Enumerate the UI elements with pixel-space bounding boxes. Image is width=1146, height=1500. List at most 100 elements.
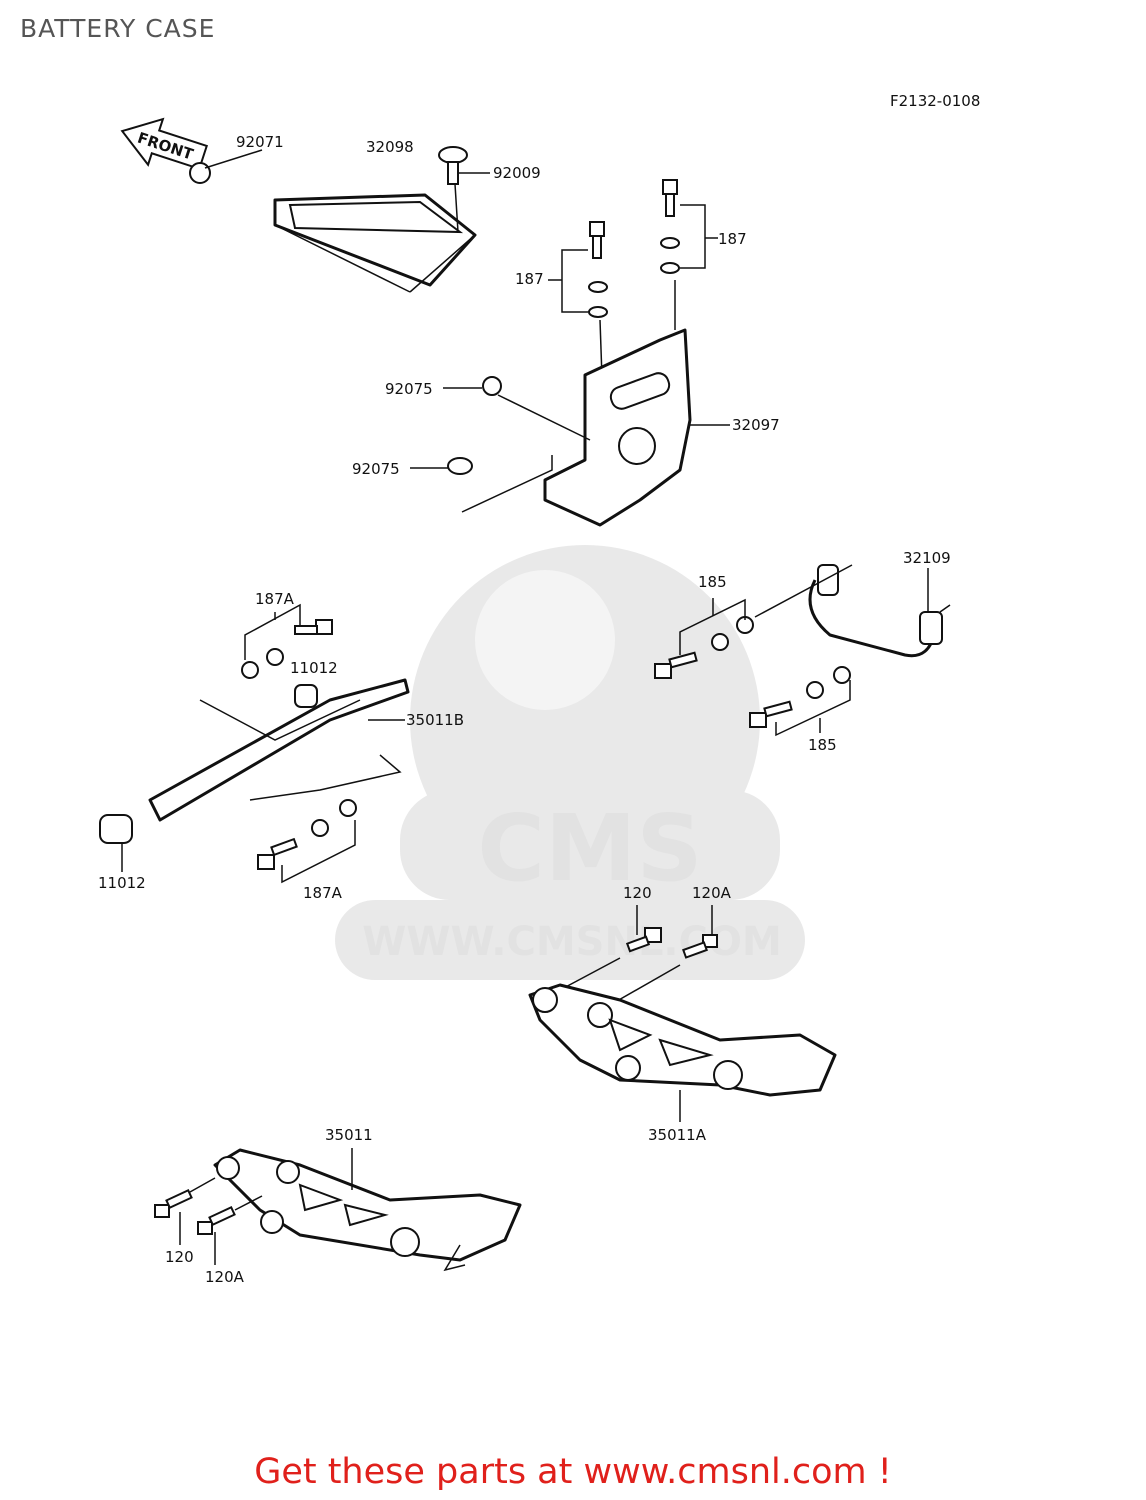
leader-92071 xyxy=(204,149,263,169)
label-187-right: 187 xyxy=(718,230,747,248)
bracket-35011A-shape xyxy=(528,983,837,1097)
watermark: CMS WWW.CMSNL.COM xyxy=(335,545,805,980)
washer-185-bottom-b xyxy=(833,666,851,684)
bracket-32097-hole xyxy=(618,427,656,465)
bolt-185-bottom-head xyxy=(749,712,767,728)
bracket-35011A-bore-b xyxy=(713,1060,743,1090)
bolt-set-187-right xyxy=(660,179,718,330)
bolt-187-left-head xyxy=(589,221,605,237)
leader-120A-left-link xyxy=(234,1195,263,1211)
bolt-187A-top-shank xyxy=(294,625,318,635)
bracket-32097 xyxy=(543,328,730,527)
grommet-92075-a xyxy=(482,376,502,396)
bolt-120-right-shank xyxy=(625,935,651,953)
leader-92009-down xyxy=(454,183,459,233)
leader-187-left xyxy=(561,249,588,313)
washer-187A-top-a xyxy=(266,648,284,666)
leader-187A-bottom xyxy=(281,820,356,884)
bolt-120-left-shank xyxy=(165,1188,193,1210)
bolt-set-187-left xyxy=(548,221,608,379)
bracket-35011-eye-b xyxy=(276,1160,300,1184)
bracket-32109-tube xyxy=(808,579,937,658)
bracket-35011-eye-a xyxy=(216,1156,240,1180)
battery-tray-shape xyxy=(273,193,477,287)
washer-187-right-a xyxy=(660,237,680,249)
bracket-32109-axis-a xyxy=(754,564,853,618)
bolt-120A-right-head xyxy=(702,934,718,948)
bracket-35011-eye-c xyxy=(260,1210,284,1234)
label-120-left: 120 xyxy=(165,1248,194,1266)
bracket-35011-web-a xyxy=(298,1183,344,1212)
bracket-32109-plate-a xyxy=(817,564,839,596)
bolt-187A-bottom-shank xyxy=(270,837,298,857)
bolt-set-185-top xyxy=(654,598,754,679)
label-11012-top: 11012 xyxy=(290,659,338,677)
washer-187A-bottom-b xyxy=(339,799,357,817)
rail-35011B xyxy=(148,678,410,822)
label-92075-a: 92075 xyxy=(385,380,433,398)
bracket-35011 xyxy=(213,1148,522,1272)
leader-120A-right-link xyxy=(609,964,681,1006)
label-185-top: 185 xyxy=(698,573,727,591)
watermark-url-badge xyxy=(335,900,805,980)
bolt-120A-left-shank xyxy=(208,1205,236,1227)
leader-120-left-link xyxy=(189,1177,216,1193)
bolt-set-187A-bottom xyxy=(249,754,402,884)
nut-92071 xyxy=(189,162,211,184)
label-120A-right: 120A xyxy=(692,884,732,902)
battery-tray-edge2 xyxy=(409,234,476,293)
label-35011: 35011 xyxy=(325,1126,373,1144)
leader-120-right-link xyxy=(559,957,621,991)
figure-code: F2132-0108 xyxy=(890,92,980,110)
screw-92009-shank xyxy=(447,161,459,185)
page-title: BATTERY CASE xyxy=(20,14,216,43)
washer-185-bottom-a xyxy=(806,681,824,699)
bracket-35011-shape xyxy=(213,1148,522,1262)
bolt-120A-left-head xyxy=(197,1221,213,1235)
leader-187A-top xyxy=(244,603,301,660)
leader-187-right xyxy=(680,204,706,269)
label-32097: 32097 xyxy=(732,416,780,434)
bracket-32109-axis-b xyxy=(939,604,951,613)
watermark-mascot-face xyxy=(475,570,615,710)
bracket-35011-web-b xyxy=(343,1203,389,1227)
bracket-35011-tab xyxy=(443,1244,466,1272)
screw-92009 xyxy=(438,146,490,233)
screw-92009-head xyxy=(438,146,468,164)
bracket-35011-bore xyxy=(390,1227,420,1257)
watermark-url: WWW.CMSNL.COM xyxy=(362,919,782,965)
bolt-185-top-head xyxy=(654,663,672,679)
leader-187A-bottom-link xyxy=(249,754,402,801)
washer-185-top-a xyxy=(711,633,729,651)
leader-92075-b-link xyxy=(461,455,553,513)
bolt-120A-right-shank xyxy=(682,941,708,959)
battery-tray-edge xyxy=(274,224,411,293)
cta-link[interactable]: Get these parts at www.cmsnl.com ! xyxy=(254,1452,892,1492)
leader-92075-a-link xyxy=(497,394,591,441)
bolt-187-right-head xyxy=(662,179,678,195)
bracket-35011A-bore-a xyxy=(615,1055,641,1081)
grommet-92075-b xyxy=(447,457,473,475)
label-120A-left: 120A xyxy=(205,1268,245,1286)
label-187A-bottom: 187A xyxy=(303,884,343,902)
bolt-set-185-bottom xyxy=(749,666,851,737)
bracket-35011A-eye-a xyxy=(532,987,558,1013)
washer-187-left-a xyxy=(588,281,608,293)
label-185-bottom: 185 xyxy=(808,736,837,754)
battery-tray-32098 xyxy=(273,193,477,293)
washer-187A-top-b xyxy=(241,661,259,679)
label-11012-bottom: 11012 xyxy=(98,874,146,892)
collar-11012-bottom xyxy=(99,814,133,844)
washer-187A-bottom-a xyxy=(311,819,329,837)
label-35011B: 35011B xyxy=(406,711,464,729)
leader-35011B-link xyxy=(199,699,361,741)
bolt-187-right-shank xyxy=(665,193,675,217)
rail-35011B-shape xyxy=(148,678,410,822)
label-92075-b: 92075 xyxy=(352,460,400,478)
label-187A-top: 187A xyxy=(255,590,295,608)
bolt-187-left-shank xyxy=(592,235,602,259)
label-92009: 92009 xyxy=(493,164,541,182)
battery-tray-inner xyxy=(288,200,464,234)
bracket-32097-shape xyxy=(543,328,692,527)
